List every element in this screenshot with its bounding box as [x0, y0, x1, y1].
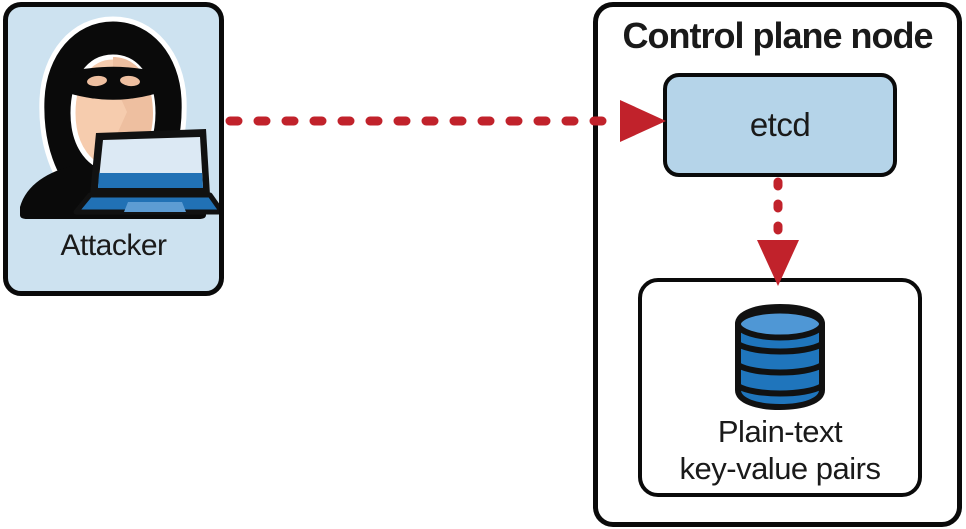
- attacker-node: Attacker: [3, 2, 224, 296]
- etcd-label: etcd: [749, 106, 811, 143]
- etcd-to-storage-arrowhead: [757, 240, 799, 286]
- storage-label-line1: Plain-text: [717, 414, 843, 449]
- database-icon: [735, 304, 825, 410]
- mask-shape: [67, 66, 158, 100]
- attacker-label: Attacker: [60, 229, 167, 262]
- control-plane-title: Control plane node: [622, 15, 934, 56]
- attacker-to-etcd-arrowhead: [620, 100, 666, 142]
- etcd-component: etcd: [663, 73, 897, 177]
- database-separator-1: [736, 341, 824, 355]
- laptop-trackpad: [123, 202, 186, 212]
- hacker-with-laptop-icon: [19, 16, 219, 219]
- etcd-to-storage-arrow: [757, 177, 799, 286]
- storage-label-line2: key-value pairs: [679, 451, 881, 486]
- attacker-to-etcd-arrow: [225, 100, 666, 142]
- mask-eye-left: [86, 75, 107, 87]
- storage-label: Plain-text key-value pairs: [680, 413, 881, 487]
- database-top: [735, 307, 825, 341]
- laptop-screen-band: [97, 173, 203, 188]
- storage-component: Plain-text key-value pairs: [638, 278, 922, 497]
- mask-eye-right: [119, 75, 140, 87]
- database-separator-2: [736, 362, 824, 376]
- database-separator-3: [736, 383, 824, 397]
